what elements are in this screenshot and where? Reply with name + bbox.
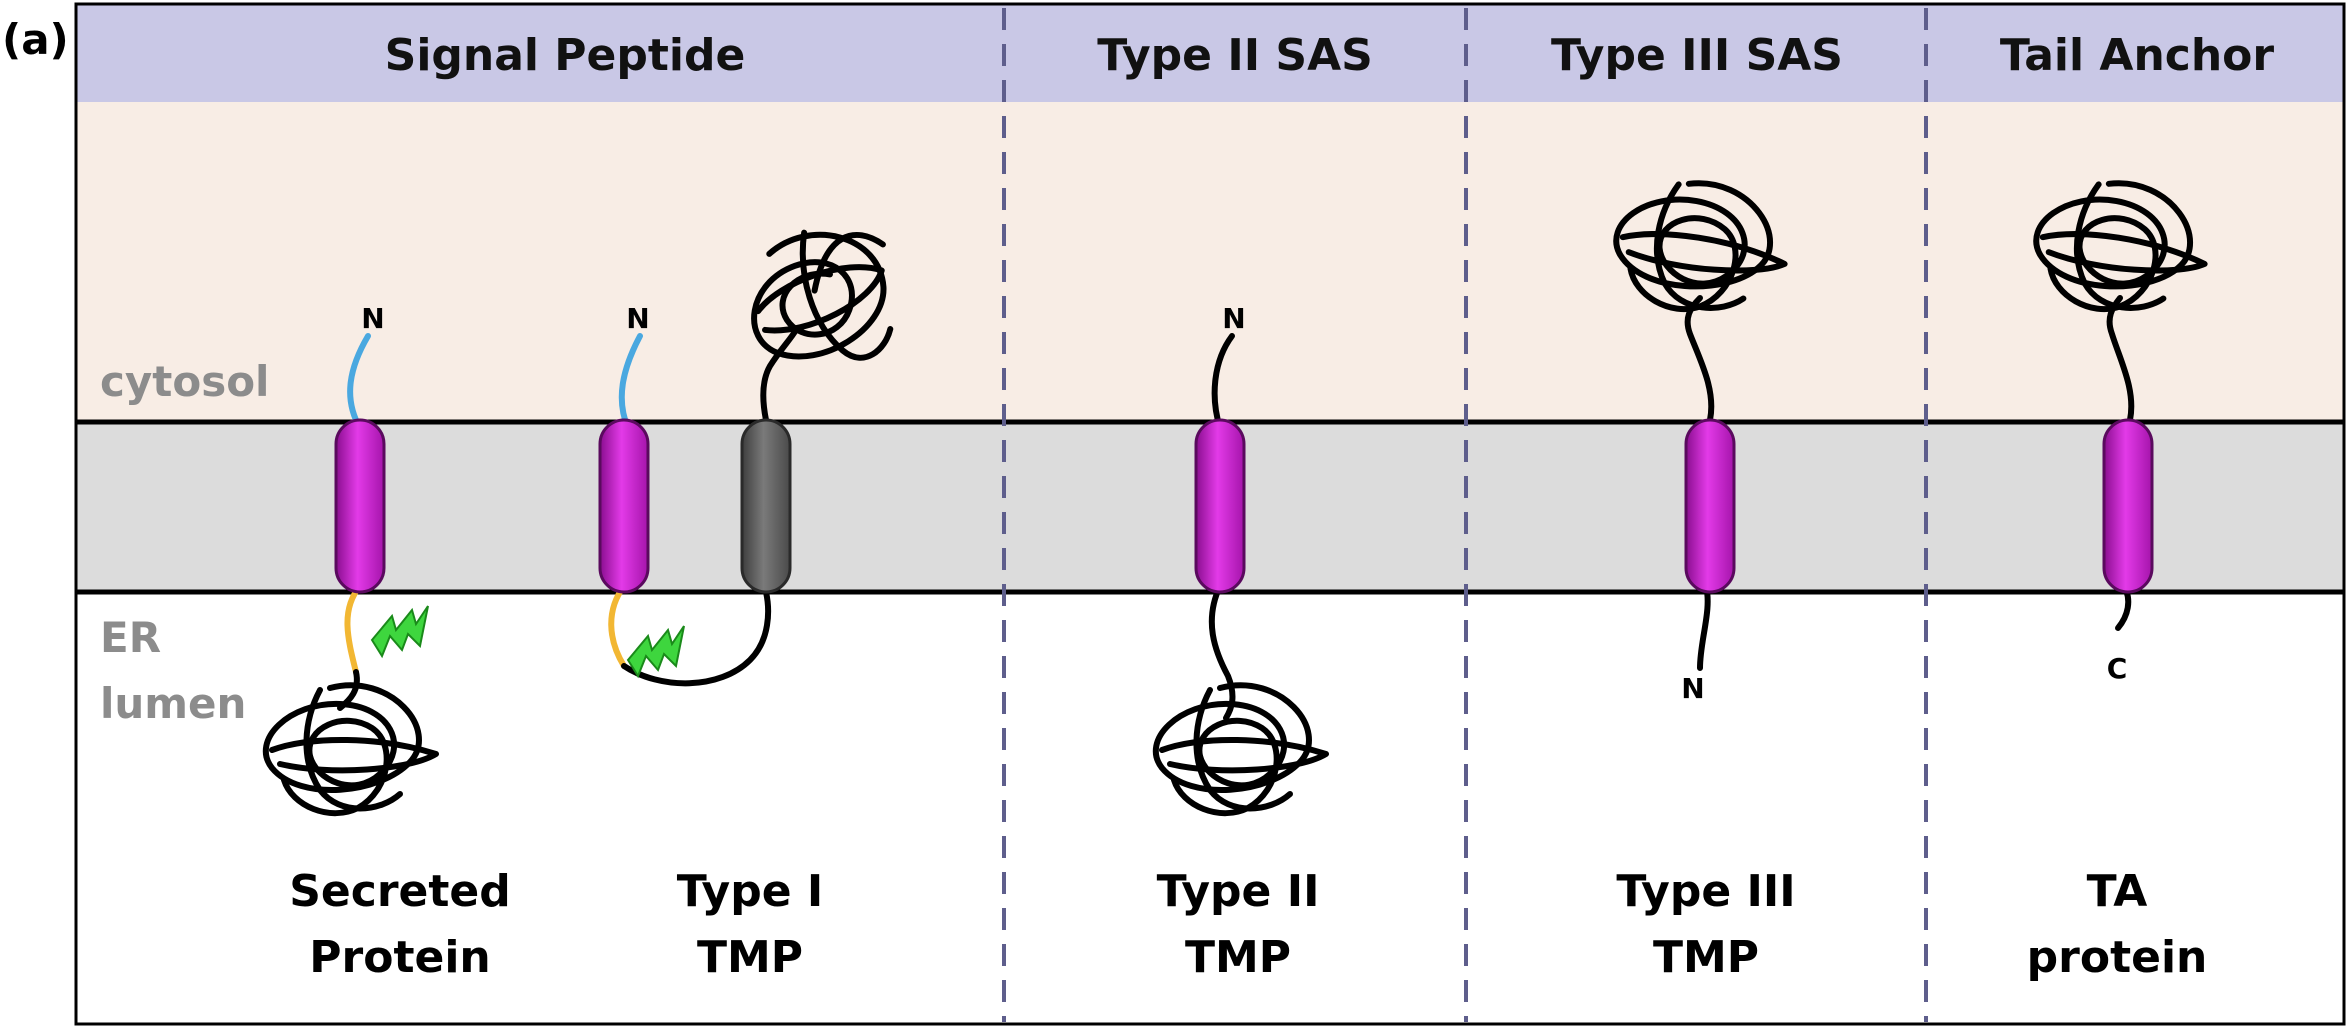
signal-peptidase-cleavage-icon	[626, 625, 685, 679]
protein-label-ta-line1: TA	[2087, 866, 2148, 917]
protein-label-type-iii-line1: Type III	[1616, 866, 1795, 917]
type-iii-tmp: N	[1608, 172, 1794, 705]
protein-label-type-i-line1: Type I	[677, 866, 824, 917]
header-type-iii-sas: Type III SAS	[1551, 30, 1843, 81]
er-lumen-label-line1: ER	[100, 613, 161, 662]
type-ii-tmp: N	[1156, 302, 1326, 813]
protein-label-type-ii-line2: TMP	[1185, 932, 1291, 983]
n-terminus-label: N	[1681, 672, 1704, 705]
protein-label-secreted-line2: Protein	[309, 932, 490, 983]
protein-label-secreted-line1: Secreted	[289, 866, 511, 917]
c-terminus-label: C	[2107, 652, 2128, 685]
er-lumen-label-line2: lumen	[100, 679, 246, 728]
panel-frame	[74, 2, 2346, 1026]
transmembrane-helix	[1684, 418, 1736, 594]
header-type-ii-sas: Type II SAS	[1097, 30, 1373, 81]
signal-peptide-helix	[334, 418, 386, 594]
header-band	[76, 4, 2344, 102]
n-terminus-label: N	[1222, 302, 1245, 335]
panel-label: (a)	[2, 15, 69, 64]
header-signal-peptide: Signal Peptide	[385, 30, 746, 81]
header-tail-anchor: Tail Anchor	[2000, 30, 2275, 81]
protein-label-type-ii-line1: Type II	[1157, 866, 1320, 917]
signal-peptidase-cleavage-icon	[370, 605, 429, 659]
ta-protein: C	[2028, 172, 2214, 685]
n-terminus-label: N	[626, 302, 649, 335]
protein-label-type-iii-line2: TMP	[1653, 932, 1759, 983]
cytosol-label: cytosol	[100, 357, 269, 406]
type-i-tmp: N	[598, 229, 894, 687]
protein-label-ta-line2: protein	[2027, 932, 2208, 983]
tail-anchor-helix	[2102, 418, 2154, 594]
n-terminus-label: N	[361, 302, 384, 335]
secreted-protein: N	[266, 302, 436, 813]
protein-label-type-i-line2: TMP	[697, 932, 803, 983]
transmembrane-helix	[740, 418, 792, 594]
transmembrane-helix	[1194, 418, 1246, 594]
signal-peptide-helix	[598, 418, 650, 594]
cytosol-region	[76, 102, 2344, 420]
